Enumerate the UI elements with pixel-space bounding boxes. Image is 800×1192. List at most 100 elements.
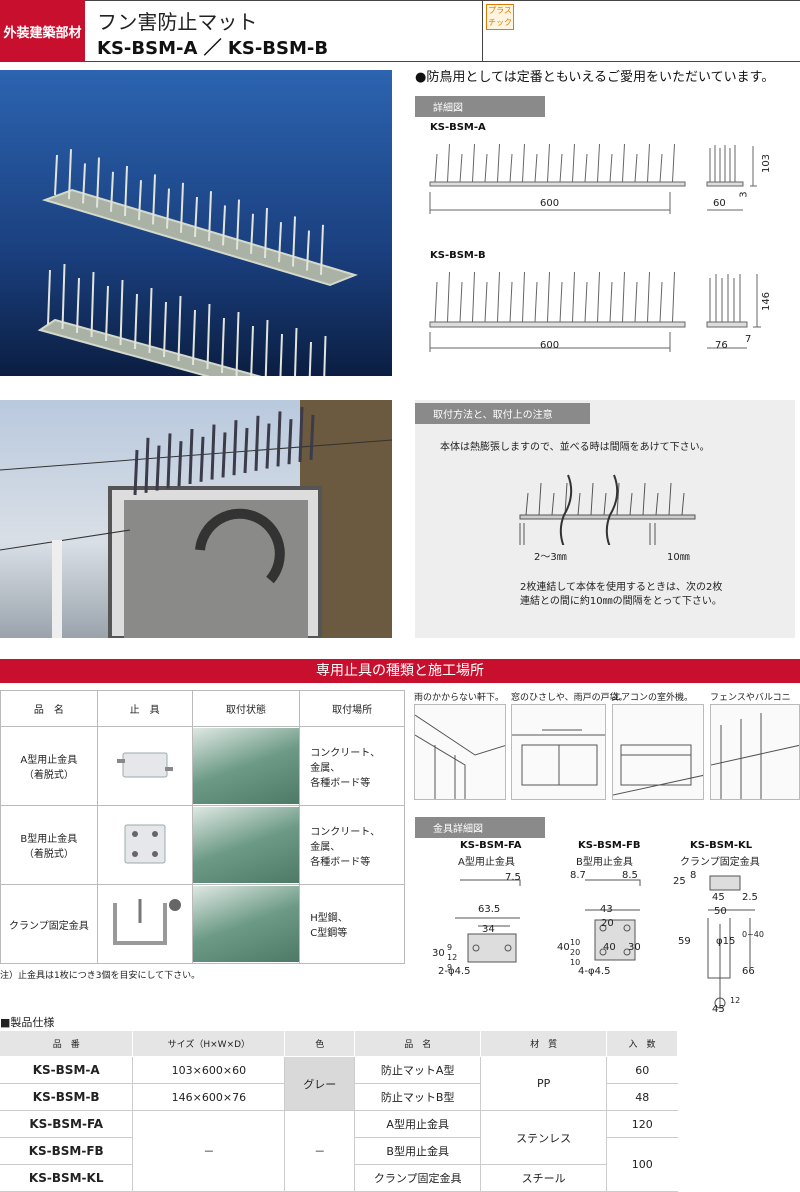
model-names: KS-BSM-A ／ KS-BSM-B <box>97 38 329 59</box>
install-gap-drawing <box>519 474 696 545</box>
gap-label: 2～3㎜ <box>534 552 567 563</box>
spike <box>672 143 675 183</box>
spike <box>564 482 568 516</box>
fb-dim-7: 30 <box>628 942 641 953</box>
spike <box>287 419 293 465</box>
spike <box>250 213 254 254</box>
table-row: KS-BSM-A 103×600×60 グレー 防止マットA型 PP 60 <box>0 1056 678 1111</box>
spike <box>138 180 142 221</box>
spike <box>509 153 513 183</box>
spec-header-model: 品 番 <box>0 1030 134 1057</box>
detail-drawing <box>429 143 761 352</box>
fb-dim-2: 8.5 <box>622 870 638 881</box>
fixture-place-3: 各種ボード等 <box>310 856 371 868</box>
spike <box>110 171 114 212</box>
spec-header-name: 品 名 <box>354 1030 482 1057</box>
spike <box>659 153 663 183</box>
spike <box>180 182 184 233</box>
spike <box>522 271 525 323</box>
spec-size: － <box>132 1110 285 1192</box>
spike <box>434 153 438 183</box>
spike <box>221 432 227 478</box>
spec-model: KS-BSM-FA <box>0 1110 133 1138</box>
bracket-b-image <box>124 824 166 863</box>
clamp-image <box>112 898 181 945</box>
spike <box>447 143 450 183</box>
spike <box>547 271 550 323</box>
scene-label-eaves: 雨のかからない軒下。 <box>414 693 505 703</box>
spike <box>76 277 80 334</box>
spike <box>497 271 500 323</box>
spike <box>525 492 529 516</box>
spec-name: 防止マットB型 <box>354 1083 481 1111</box>
spike <box>210 424 216 480</box>
install-note-1: 本体は熱膨張しますので、並べる時は間隔をあけて下さい。 <box>440 442 710 453</box>
install-photo <box>0 400 392 638</box>
header-frame <box>85 0 800 62</box>
table-row: A型用止金具（着脱式） コンクリート、金属、各種ボード等 <box>0 726 405 806</box>
spike <box>534 153 538 183</box>
detail-a-height: 103 <box>761 153 773 174</box>
spike <box>642 482 646 516</box>
spike <box>294 327 298 376</box>
material-tag: プラス チック <box>486 4 514 30</box>
spike <box>309 414 315 460</box>
spike <box>306 230 310 271</box>
scene-label-aircon: エアコンの室外機。 <box>612 693 694 703</box>
spike <box>484 153 488 183</box>
spike <box>235 311 240 376</box>
fa-dim-2: 63.5 <box>478 904 501 915</box>
spike <box>292 216 296 267</box>
detail-b-base: 7 <box>745 334 752 345</box>
kl-dim-11: 12 <box>730 996 741 1005</box>
spike <box>447 271 450 323</box>
fixture-name-sub: （着脱式） <box>23 849 74 860</box>
kl-dim-4: 2.5 <box>742 892 758 903</box>
detail-a-length: 600 <box>540 198 560 209</box>
spike <box>509 281 513 323</box>
fb-dim-8: 10 <box>570 938 581 947</box>
fa-dim-4: 30 <box>432 948 445 959</box>
spike <box>323 335 327 376</box>
detail-a-base: 3 <box>738 191 750 198</box>
spike <box>232 420 238 476</box>
install-state-photo <box>192 807 300 883</box>
spec-name: B型用止金具 <box>354 1137 481 1165</box>
spec-size: 103×600×60 <box>132 1056 285 1084</box>
kl-dim-5: 50 <box>714 906 727 917</box>
table-row: クランプ固定金具 H型鋼、C型鋼等 <box>0 884 405 964</box>
install-note-2b: 連結との間に約10㎜の間隔をとって下さい。 <box>520 596 722 607</box>
spike <box>629 492 633 516</box>
kl-dim-6: 59 <box>678 936 691 947</box>
fixtures-header-row: 品 名 止 具 取付状態 取付場所 <box>0 690 405 727</box>
spike <box>472 143 475 183</box>
install-state-photo <box>192 728 300 804</box>
spike <box>577 492 581 516</box>
spike <box>681 492 685 516</box>
detail-b-name: KS-BSM-B <box>430 250 486 261</box>
detail-section-label: 詳細図 <box>415 96 545 117</box>
table-row: KS-BSM-FA － － A型用止金具 ステンレス 120 <box>0 1110 678 1192</box>
spike <box>144 437 150 493</box>
spike <box>459 281 463 323</box>
spike <box>609 281 613 323</box>
scene-window <box>511 704 606 800</box>
gap2-label: 10㎜ <box>667 552 690 563</box>
spec-qty: 60 <box>606 1056 678 1084</box>
spike <box>254 415 260 471</box>
fa-hole: 2-φ4.5 <box>438 966 471 977</box>
fixture-place-3: 各種ボード等 <box>310 777 371 789</box>
table-row: B型用止金具（着脱式） コンクリート、金属、各種ボード等 <box>0 805 405 885</box>
fixture-name-sub: （着脱式） <box>23 770 74 781</box>
spike <box>534 281 538 323</box>
bracket-fa-model: KS-BSM-FA <box>460 840 522 851</box>
install-note-2a: 2枚連結して本体を使用するときは、次の2枚 <box>520 582 723 593</box>
spike <box>152 174 156 225</box>
spike <box>634 153 638 183</box>
spec-qty: 48 <box>606 1083 678 1111</box>
fixture-name: B型用止金具 <box>20 834 78 845</box>
fixtures-header-name: 品 名 <box>0 690 98 727</box>
spike <box>243 427 249 474</box>
spike <box>609 153 613 183</box>
spike <box>590 482 594 516</box>
